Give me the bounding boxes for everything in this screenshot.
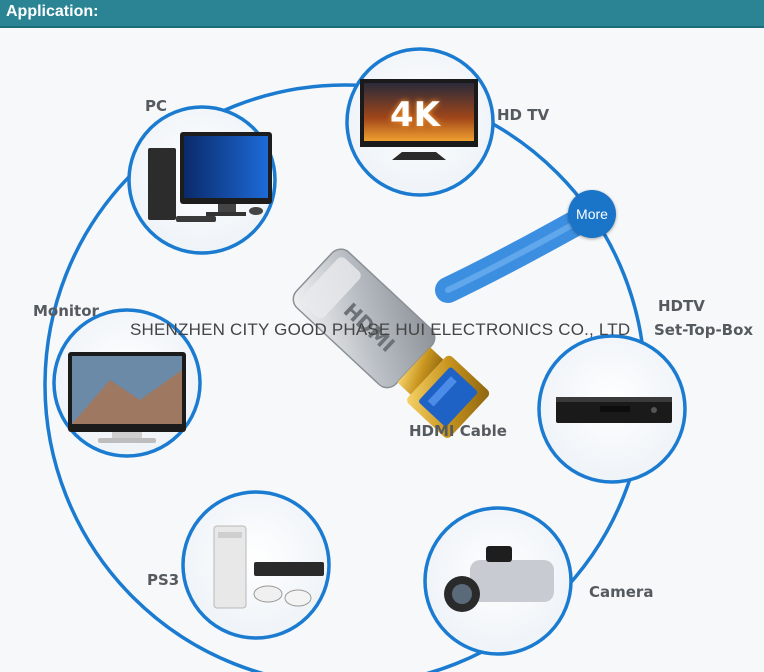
camera-bubble <box>423 506 573 656</box>
section-title: Application: <box>6 3 99 20</box>
ps3-label: PS3 <box>147 571 180 589</box>
monitor-label: Monitor <box>33 302 99 320</box>
camera-label: Camera <box>589 583 654 601</box>
monitor-bubble <box>52 308 202 458</box>
pc-label: PC <box>145 97 168 115</box>
hdtv-label: HD TV <box>497 106 550 124</box>
company-watermark: SHENZHEN CITY GOOD PHASE HUI ELECTRONICS… <box>130 320 631 339</box>
set-top-box-label-line1: HDTV <box>658 297 705 315</box>
pc-bubble <box>127 105 277 255</box>
tv-4k-badge: 4K <box>390 95 441 135</box>
set-top-box-bubble <box>537 334 687 484</box>
more-button[interactable]: More <box>568 190 616 238</box>
hdmi-connector: HDMI <box>292 248 490 438</box>
ps3-bubble <box>181 490 331 640</box>
header-bar: Application: <box>0 0 764 28</box>
hdtv-bubble <box>345 47 495 197</box>
hdmi-cable-label: HDMI Cable <box>409 422 507 440</box>
set-top-box-label-line2: Set-Top-Box <box>654 321 754 339</box>
